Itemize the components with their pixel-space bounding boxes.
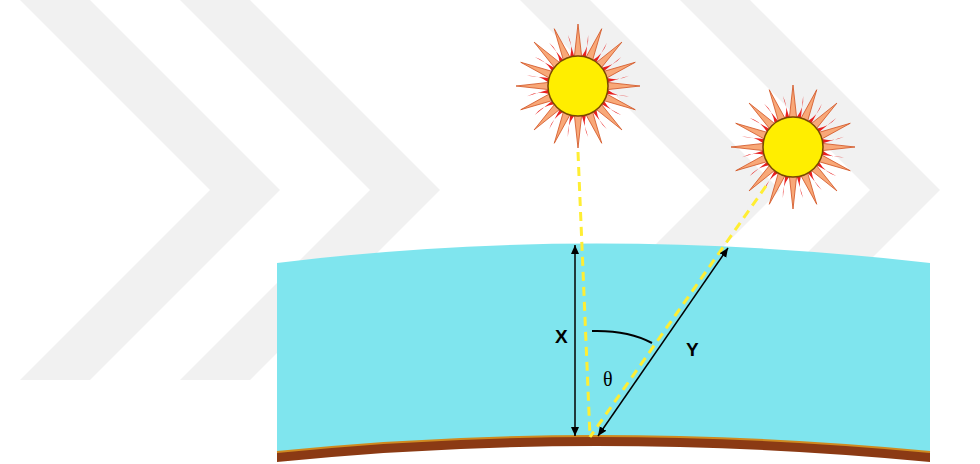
sun-ray: [769, 90, 785, 121]
sun-flame: [783, 96, 789, 118]
sun-ray: [608, 82, 640, 89]
sun-ray: [574, 116, 581, 148]
path-label: Y: [686, 340, 699, 359]
ground: [277, 436, 930, 462]
angle-label: θ: [603, 369, 613, 389]
sun-ray: [731, 143, 763, 150]
sun-ray: [789, 177, 796, 209]
sun-flame: [742, 137, 764, 143]
sun-disc: [763, 117, 823, 177]
sun-ray: [574, 24, 581, 56]
sun-flame: [822, 137, 844, 143]
ground-edge: [277, 436, 930, 452]
sun-ray: [789, 85, 796, 117]
sun-ray-slanted: [590, 186, 766, 437]
sun-ray-vertical: [578, 152, 590, 437]
path-length-y: [598, 248, 728, 436]
sun-flame: [783, 176, 789, 198]
sun-flame: [582, 115, 588, 137]
sun-flame: [527, 76, 549, 82]
sun-ray: [534, 42, 559, 67]
sun-flame: [607, 76, 629, 82]
sun-flame: [568, 35, 574, 57]
sun-ray: [586, 112, 602, 143]
sun-ray: [823, 143, 855, 150]
atmosphere-layer: [277, 244, 930, 453]
path-label: X: [555, 327, 568, 346]
sun-flame: [527, 90, 549, 96]
sun-flame: [742, 151, 764, 157]
sun-ray: [801, 173, 817, 204]
sun-flame: [797, 96, 803, 118]
sun-ray: [749, 166, 774, 191]
sun-ray: [597, 42, 622, 67]
sun-ray: [812, 103, 837, 128]
sun-disc: [548, 56, 608, 116]
sun-ray: [554, 29, 570, 60]
sun-ray: [534, 105, 559, 130]
sun-flame: [822, 151, 844, 157]
sun-ray: [521, 94, 552, 110]
sun-ray: [604, 62, 635, 78]
sun-ray: [597, 105, 622, 130]
sun-ray: [812, 166, 837, 191]
sun: [731, 85, 855, 209]
sun-ray: [736, 155, 767, 171]
watermark-chevron: [20, 0, 280, 380]
path-length-x: [574, 245, 576, 436]
sun-ray: [819, 123, 850, 139]
sun-flame: [582, 35, 588, 57]
sun-flame: [797, 176, 803, 198]
sun-flame: [607, 90, 629, 96]
sun-ray: [749, 103, 774, 128]
angle-arc: [592, 331, 652, 343]
sun-ray: [516, 82, 548, 89]
sun-flame: [568, 115, 574, 137]
sun: [516, 24, 640, 148]
